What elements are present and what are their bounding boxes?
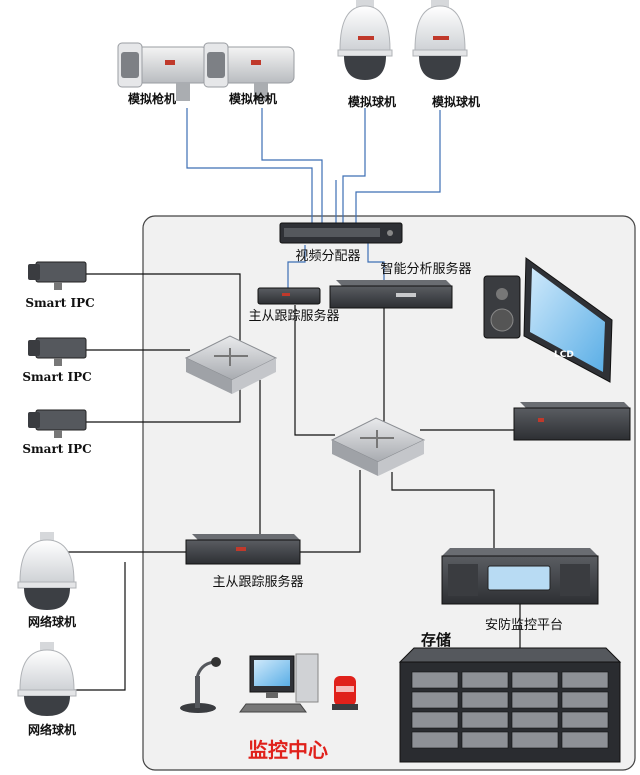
box-camera-icon: [28, 409, 87, 438]
dome-camera-icon: [17, 532, 77, 610]
net-dome1-label: 网络球机: [27, 615, 77, 629]
dome-camera-icon: [412, 0, 468, 80]
network-switch-icon: [330, 417, 426, 476]
server-icon: [185, 534, 301, 565]
box-camera-icon: [28, 261, 87, 290]
platform-label: 安防监控平台: [484, 618, 564, 633]
control-center-title: 监控中心: [248, 738, 328, 762]
storage-array-icon: [398, 647, 622, 763]
microphone-icon: [180, 657, 221, 713]
monitor-brand-text: LCD: [554, 350, 574, 360]
dome1-label: 模拟球机: [347, 95, 397, 109]
tracking-server-bottom-label: 主从跟踪服务器: [212, 575, 304, 590]
cam2-label: 模拟枪机: [228, 92, 278, 106]
box-camera-icon: [28, 337, 87, 366]
network-switch-icon: [184, 335, 278, 394]
smart-server-label: 智能分析服务器: [380, 262, 472, 277]
network-links: [62, 273, 521, 691]
ipc3-label: Smart IPC: [22, 442, 92, 456]
ipc1-label: Smart IPC: [25, 296, 95, 310]
distributor-label: 视频分配器: [295, 249, 361, 264]
dome-camera-icon: [337, 0, 393, 80]
server-icon: [329, 280, 453, 309]
platform-icon: [441, 548, 599, 605]
workstation-icon: [239, 653, 319, 713]
speaker-icon: [483, 275, 521, 339]
nvr-icon: [513, 402, 631, 441]
coax-links: [186, 108, 441, 288]
net-dome2-label: 网络球机: [27, 723, 77, 737]
cam1-label: 模拟枪机: [127, 92, 177, 106]
alarm-light-icon: [332, 676, 358, 710]
tracking-server-top-label: 主从跟踪服务器: [248, 309, 340, 324]
ipc2-label: Smart IPC: [22, 370, 92, 384]
server-icon: [257, 287, 321, 305]
dome-camera-icon: [17, 642, 77, 716]
storage-label: 存储: [421, 631, 452, 649]
bullet-camera-icon: [117, 42, 209, 101]
dome2-label: 模拟球机: [431, 95, 481, 109]
bullet-camera-icon: [203, 42, 295, 101]
video-distributor-icon: [279, 222, 403, 244]
lcd-monitor-icon: [523, 257, 613, 383]
